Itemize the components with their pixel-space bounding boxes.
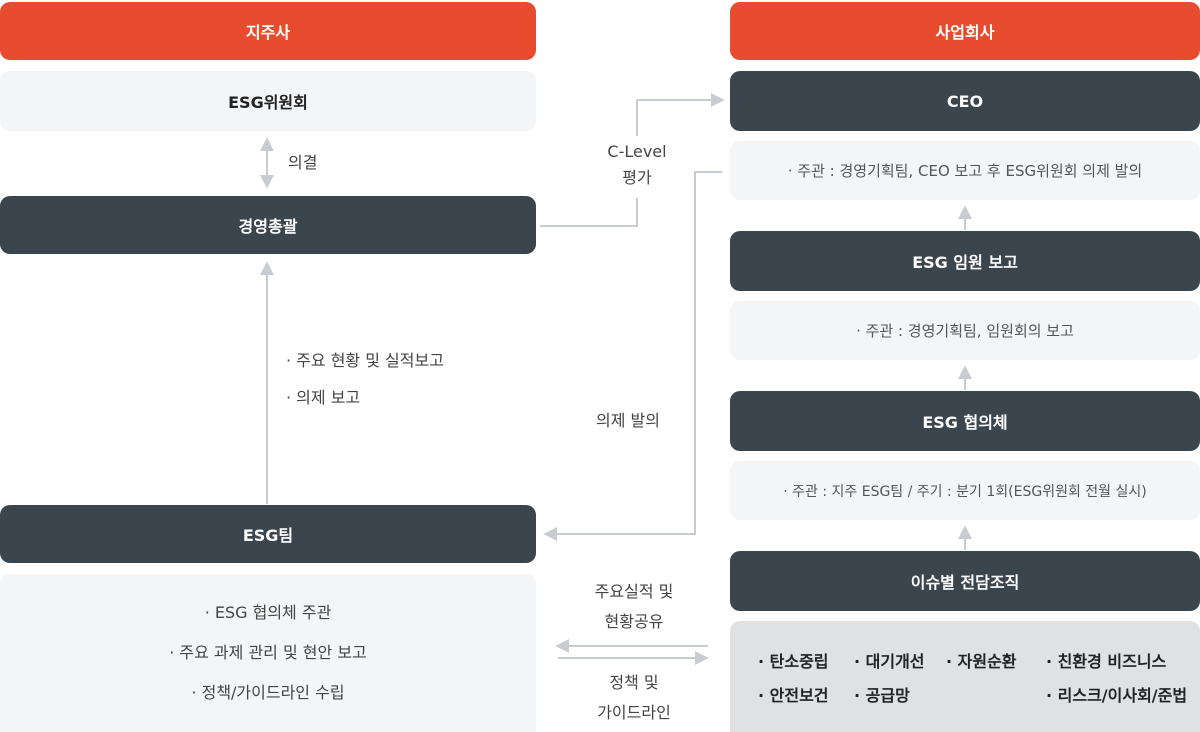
share-label-line: 주요실적 및 bbox=[594, 582, 674, 601]
team-duty-item: · ESG 협의체 주관 bbox=[204, 603, 332, 622]
task-org-box: 이슈별 전담조직 bbox=[730, 551, 1200, 611]
policy-label: 정책 및 가이드라인 bbox=[580, 668, 688, 728]
subsidiary-header: 사업회사 bbox=[730, 2, 1200, 60]
esg-team-box: ESG팀 bbox=[0, 505, 536, 563]
clevel-arrow-top bbox=[636, 93, 725, 136]
task-item: · 리스크/이사회/준법 bbox=[1046, 686, 1188, 705]
team-duty-item: · 정책/가이드라인 수립 bbox=[191, 683, 345, 702]
management-box: 경영총괄 bbox=[0, 196, 536, 254]
report-items: · 주요 현황 및 실적보고 · 의제 보고 bbox=[286, 342, 444, 416]
resolution-label: 의결 bbox=[288, 153, 318, 172]
task-items-box bbox=[730, 621, 1200, 732]
task-item: · 대기개선 bbox=[854, 652, 925, 671]
policy-label-line: 가이드라인 bbox=[597, 703, 671, 722]
clevel-eval-line: 평가 bbox=[622, 168, 652, 187]
report-item: · 의제 보고 bbox=[286, 388, 361, 407]
clevel-eval-label: C-Level 평가 bbox=[600, 139, 674, 191]
agenda-arrow bbox=[543, 171, 722, 541]
ceo-box: CEO bbox=[730, 71, 1200, 131]
report-item: · 주요 현황 및 실적보고 bbox=[286, 351, 444, 370]
task-item: · 친환경 비즈니스 bbox=[1046, 652, 1167, 671]
policy-label-line: 정책 및 bbox=[609, 673, 659, 692]
agenda-proposal-label: 의제 발의 bbox=[596, 411, 660, 430]
esg-committee-box: ESG위원회 bbox=[0, 71, 536, 131]
council-box: ESG 협의체 bbox=[730, 391, 1200, 451]
task-items-grid: · 탄소중립 · 대기개선 · 자원순환 · 친환경 비즈니스 · 안전보건 ·… bbox=[758, 648, 1188, 706]
task-item bbox=[946, 682, 1046, 706]
clevel-arrow bbox=[540, 198, 638, 227]
task-item: · 탄소중립 bbox=[758, 652, 829, 671]
exec-note-box: · 주관 : 경영기획팀, 임원회의 보고 bbox=[730, 301, 1200, 360]
task-item: · 자원순환 bbox=[946, 652, 1017, 671]
share-label-line: 현황공유 bbox=[604, 612, 664, 631]
council-note-box: · 주관 : 지주 ESG팀 / 주기 : 분기 1회(ESG위원회 전월 실시… bbox=[730, 461, 1200, 520]
team-duty-item: · 주요 과제 관리 및 현안 보고 bbox=[169, 643, 367, 662]
task-item: · 안전보건 bbox=[758, 686, 829, 705]
clevel-eval-line: C-Level bbox=[607, 142, 667, 161]
exec-report-box: ESG 임원 보고 bbox=[730, 231, 1200, 291]
share-label: 주요실적 및 현황공유 bbox=[580, 577, 688, 637]
ceo-note-box: · 주관 : 경영기획팀, CEO 보고 후 ESG위원회 의제 발의 bbox=[730, 141, 1200, 200]
task-item: · 공급망 bbox=[854, 686, 910, 705]
holding-company-header: 지주사 bbox=[0, 2, 536, 60]
team-duties-box: · ESG 협의체 주관 · 주요 과제 관리 및 현안 보고 · 정책/가이드… bbox=[0, 574, 536, 732]
